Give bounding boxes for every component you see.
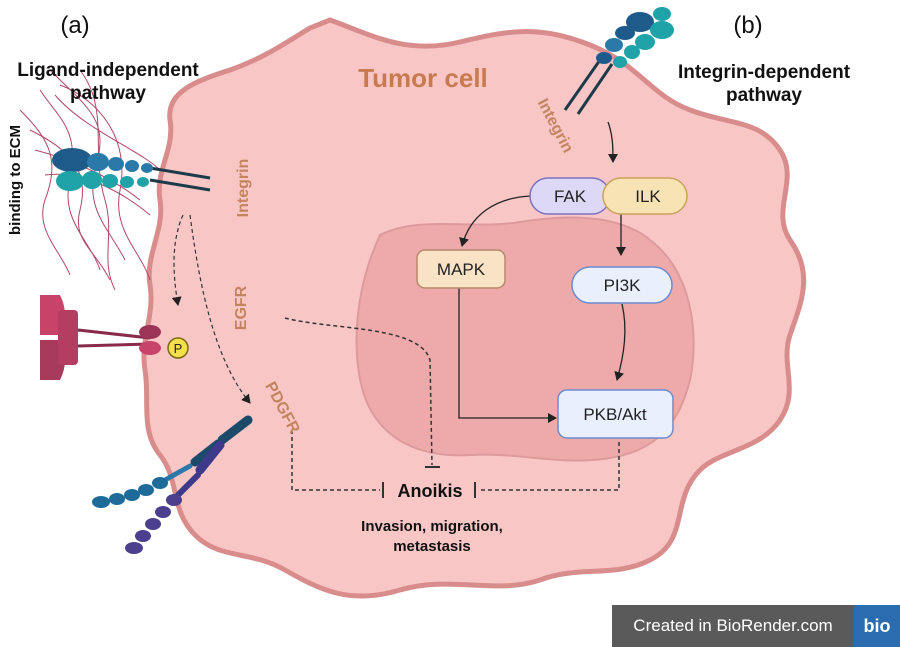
tumor-cell-title: Tumor cell [358,63,488,93]
biorender-watermark[interactable]: Created in BioRender.com bio [612,605,900,647]
node-pkb-akt: PKB/Akt [557,389,674,439]
integrin-dependent-title-1: Integrin-dependent [678,62,851,83]
pkb-inhibition-line [478,442,620,491]
ligand-independent-title-2: pathway [70,83,146,104]
node-fak-label: FAK [554,187,587,206]
pdgfr-receptor-icon [92,415,253,554]
arrow-integrin-to-egfr [171,214,184,306]
arrow-pi3k-to-pkb [614,303,626,381]
pdgfr-inhibition-line [291,430,380,491]
arrow-mapk-to-pkb [458,288,557,423]
biorender-watermark-text: Created in BioRender.com [612,605,854,647]
binding-to-ecm-label: binding to ECM [7,125,24,235]
node-pkb-akt-label: PKB/Akt [583,405,647,424]
phospho-label: P [174,341,183,356]
panel-label-b: (b) [733,12,762,39]
arrow-integrin-to-fak [607,121,618,163]
anoikis-label: Anoikis [397,481,462,501]
egfr-receptor-icon [40,295,161,380]
arrow-integrin-to-pdgfr [189,214,251,404]
node-ilk-label: ILK [635,187,661,206]
biorender-logo-icon: bio [854,605,900,647]
node-fak: FAK [529,177,611,215]
egfr-label: EGFR [233,285,250,330]
node-pi3k-label: PI3K [604,276,642,295]
phospho-badge [167,337,189,359]
egfr-inhibition-line [284,317,433,466]
arrow-fak-to-mapk [459,195,531,247]
node-ilk: ILK [602,177,688,215]
integrin-left-label: Integrin [235,159,252,218]
integrin-right-icon [563,7,674,115]
node-mapk-label: MAPK [437,260,486,279]
ligand-independent-title-1: Ligand-independent [17,60,199,81]
integrin-left-icon [52,148,211,192]
node-mapk: MAPK [416,249,506,289]
integrin-dependent-title-2: pathway [726,85,802,106]
outcome-line-1: Invasion, migration, [361,518,503,535]
node-pi3k: PI3K [571,266,673,304]
panel-label-a: (a) [60,12,89,39]
outcome-line-2: metastasis [393,538,471,555]
